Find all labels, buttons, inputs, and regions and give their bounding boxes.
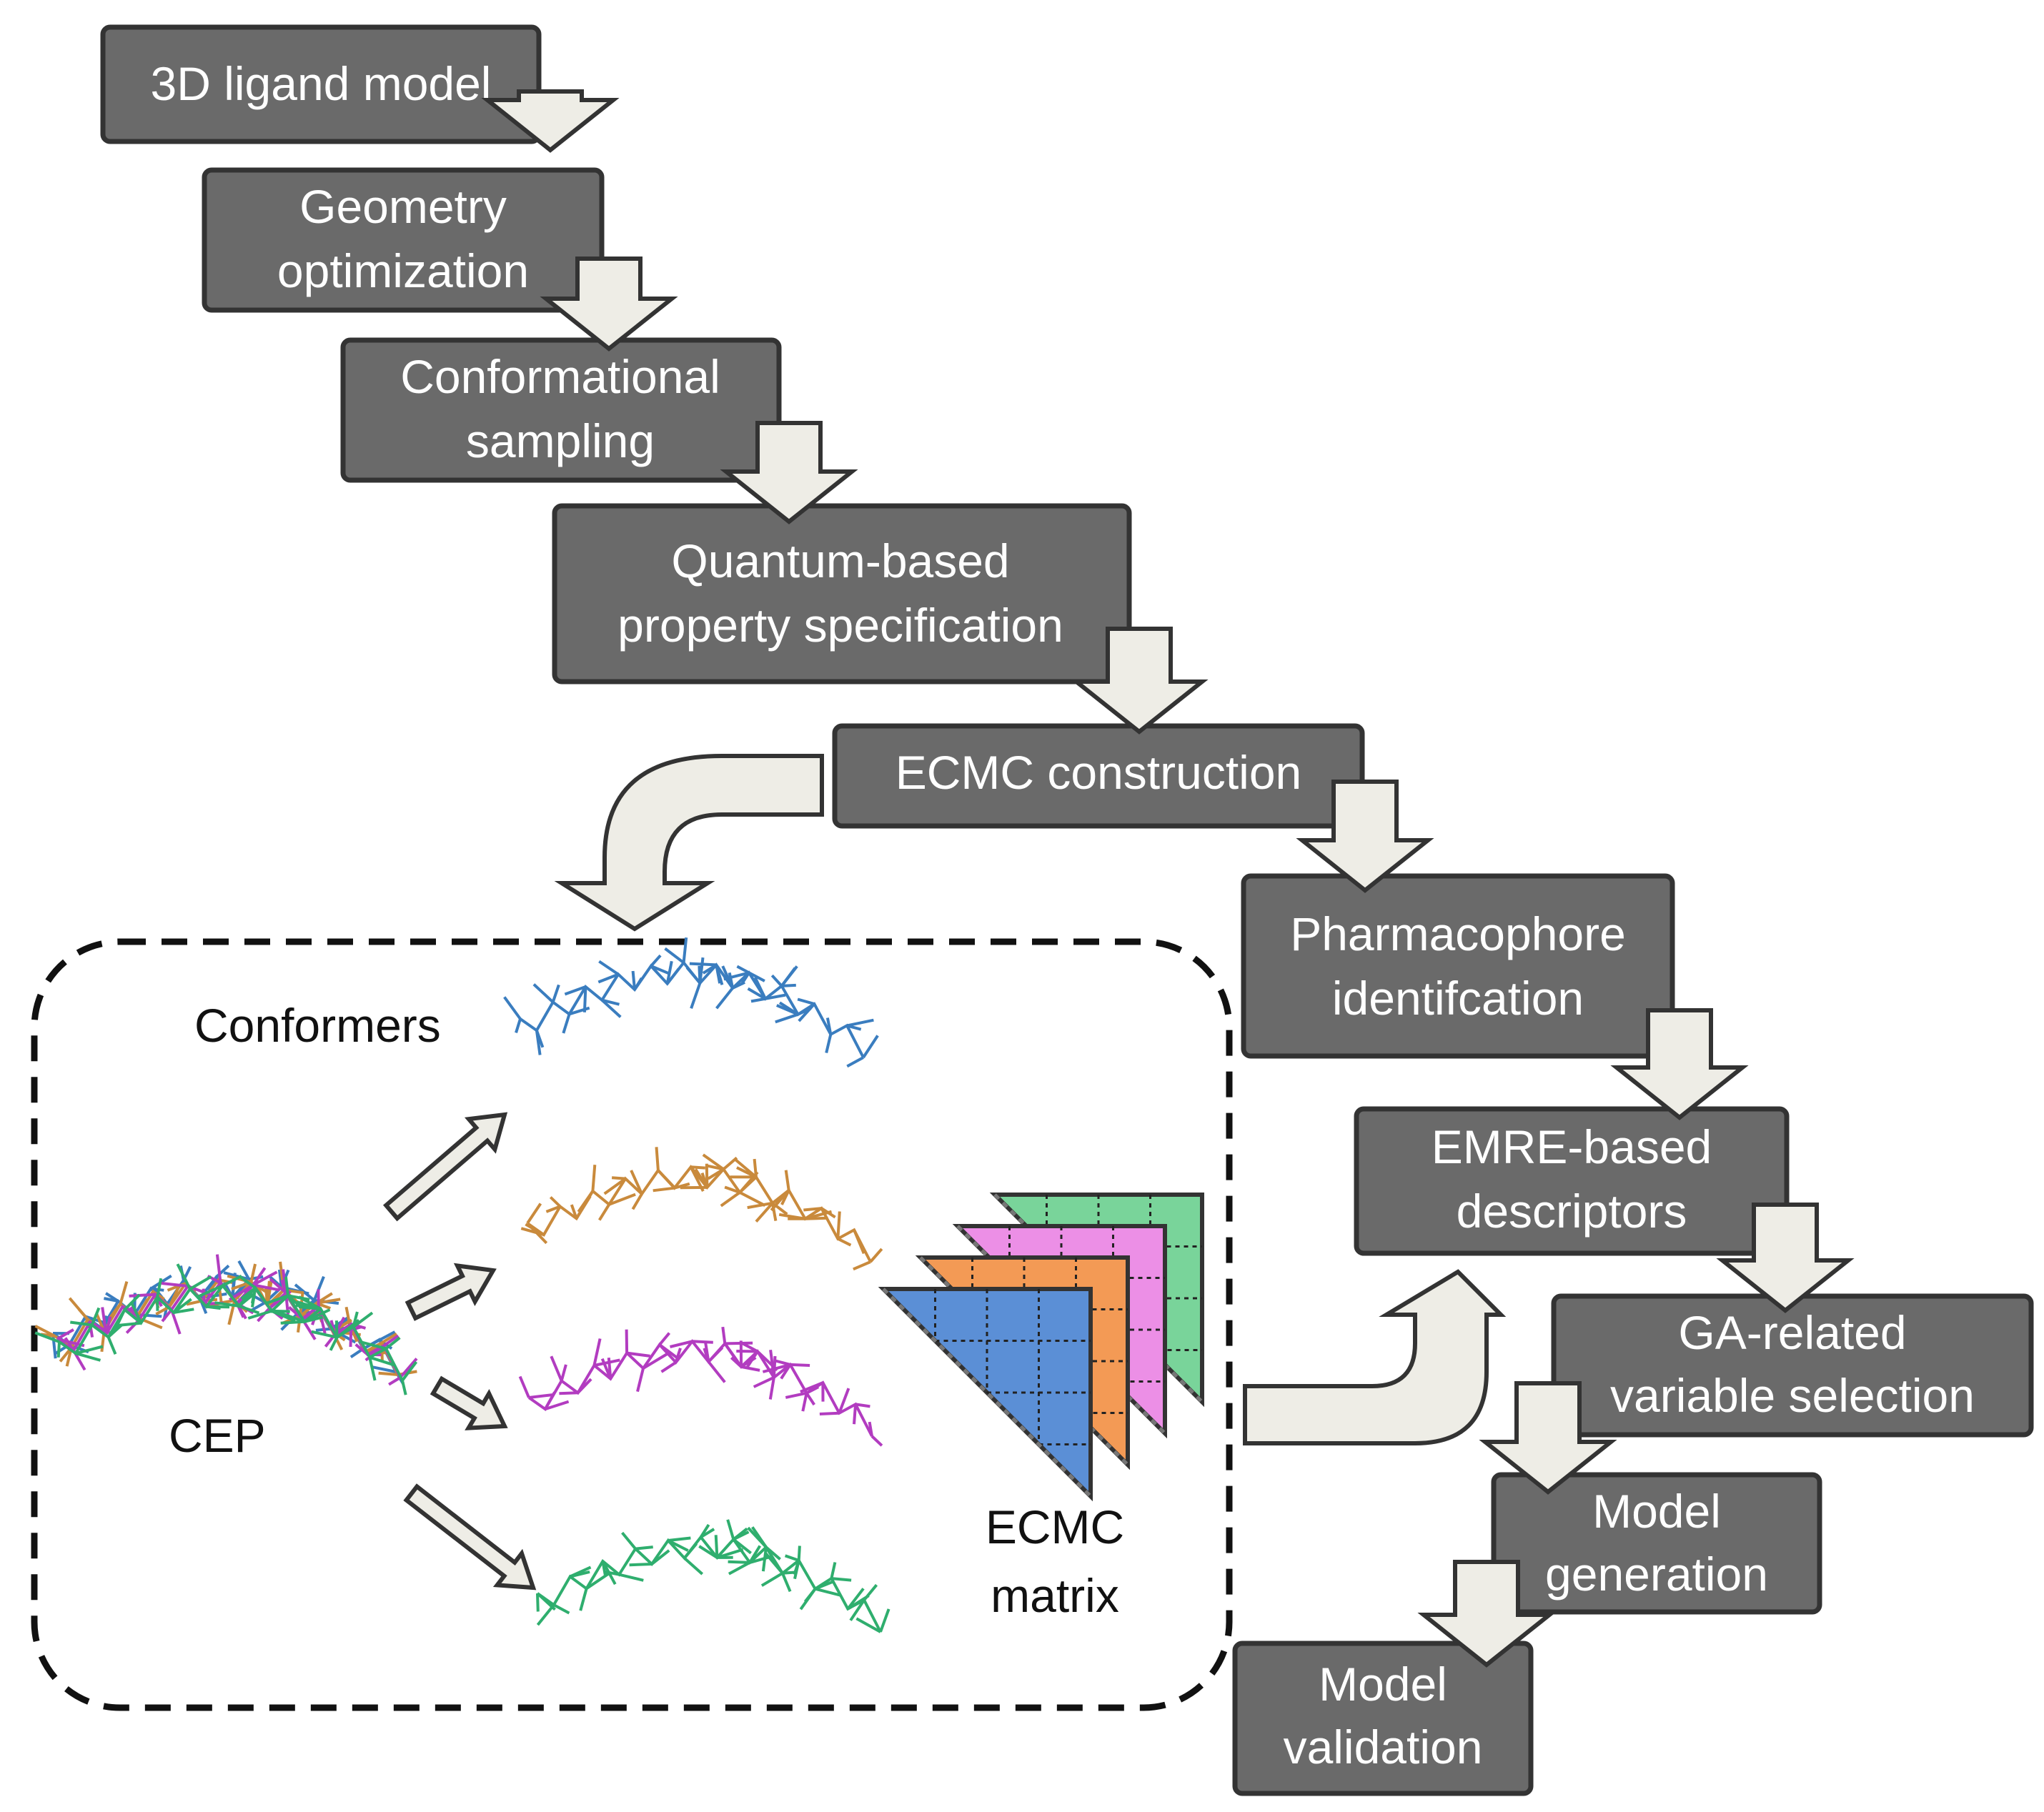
step-conformational-sampling-line1: Conformational: [400, 350, 720, 403]
step-emre-line1: EMRE-based: [1432, 1120, 1712, 1173]
curved-arrow-to-descriptors: [1243, 1269, 1507, 1445]
step-ecmc-construction: ECMC construction: [832, 723, 1365, 829]
down-arrow-9: [1417, 1560, 1556, 1668]
molecule-drawings: [34, 937, 890, 1633]
conformer-molecule-4: [536, 1519, 890, 1633]
cep-label: CEP: [169, 1409, 266, 1462]
down-arrow-2: [540, 257, 678, 352]
step-ecmc-construction-text: ECMC construction: [896, 746, 1302, 799]
down-arrow-6: [1610, 1008, 1749, 1120]
step-conformational-sampling: Conformational sampling: [340, 337, 782, 483]
conformer-molecule-1: [503, 937, 879, 1068]
step-emre-based-descriptors: EMRE-based descriptors: [1354, 1106, 1790, 1256]
down-arrow-7: [1716, 1203, 1855, 1313]
step-quantum-based-property-line2: property specification: [617, 599, 1063, 652]
down-arrow-8: [1479, 1381, 1617, 1495]
step-ga-related-variable-selection: GA-related variable selection: [1551, 1293, 2034, 1438]
step-model-validation-line2: validation: [1284, 1721, 1483, 1773]
conformer-molecule-2: [520, 1147, 883, 1271]
arrow-to-conformer-3: [430, 1375, 508, 1430]
step-3d-ligand-model: 3D ligand model: [100, 24, 542, 144]
step-emre-line2: descriptors: [1457, 1185, 1687, 1238]
step-ga-line2: variable selection: [1610, 1369, 1975, 1422]
step-conformational-sampling-line2: sampling: [466, 414, 655, 467]
down-arrow-5: [1296, 780, 1434, 893]
ecmc-matrix-graphic: [878, 1193, 1204, 1502]
down-arrow-3: [720, 421, 858, 524]
down-arrow-1: [481, 89, 620, 153]
step-pharmacophore-identification: Pharmacophore identifcation: [1241, 873, 1675, 1059]
cep-to-conformer-arrows: [382, 1112, 537, 1591]
curved-arrow-into-inset: [554, 754, 824, 932]
arrow-to-conformer-4: [403, 1483, 537, 1591]
conformer-molecule-3: [518, 1326, 883, 1447]
arrow-to-conformer-1: [382, 1112, 508, 1222]
step-geometry-optimization: Geometry optimization: [202, 167, 605, 313]
ecmc-matrix-label-line1: ECMC: [986, 1500, 1124, 1553]
step-model-validation: Model validation: [1232, 1641, 1534, 1796]
ecmc-matrix-label-line2: matrix: [991, 1569, 1119, 1622]
step-model-generation: Model generation: [1491, 1472, 1822, 1615]
step-model-generation-line1: Model: [1592, 1485, 1721, 1538]
down-arrow-4: [1070, 627, 1209, 735]
step-ga-line1: GA-related: [1678, 1306, 1906, 1359]
step-3d-ligand-model-text: 3D ligand model: [151, 57, 492, 110]
conformers-label: Conformers: [194, 999, 441, 1052]
step-pharmacophore-line2: identifcation: [1332, 972, 1584, 1025]
cep-molecule-4: [34, 1263, 418, 1395]
inset-frame: [31, 938, 1233, 1711]
step-pharmacophore-line1: Pharmacophore: [1290, 907, 1626, 960]
step-connector-arrows: [481, 89, 1855, 1668]
step-geometry-optimization-line1: Geometry: [299, 180, 507, 233]
step-geometry-optimization-line2: optimization: [277, 244, 529, 297]
arrow-to-conformer-2: [405, 1263, 497, 1321]
step-quantum-based-property-line1: Quantum-based: [671, 534, 1009, 587]
step-model-generation-line2: generation: [1545, 1548, 1768, 1601]
matrix-layer-4: [878, 1287, 1093, 1502]
step-quantum-based-property: Quantum-based property specification: [552, 503, 1132, 685]
step-model-validation-line1: Model: [1319, 1658, 1447, 1711]
